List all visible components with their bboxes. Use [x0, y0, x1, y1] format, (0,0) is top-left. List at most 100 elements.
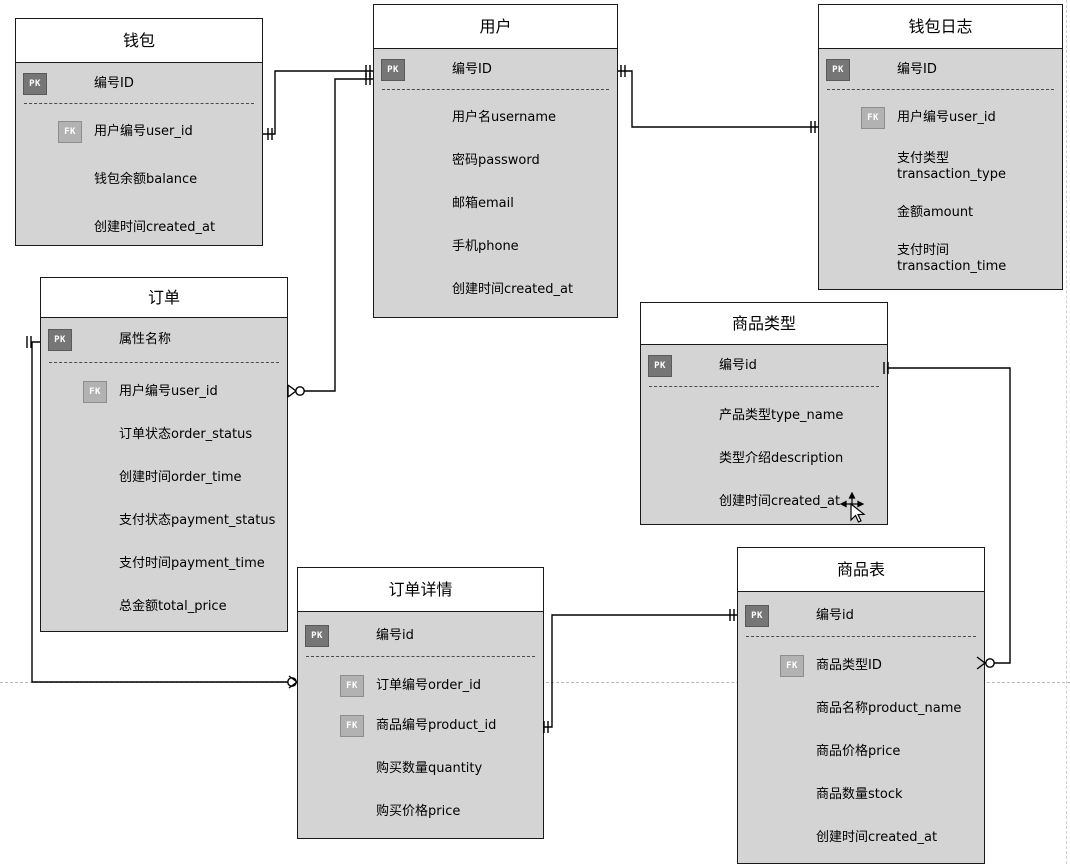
field-row[interactable]: 支付时间payment_time — [41, 552, 287, 576]
field-label: 支付状态payment_status — [119, 513, 276, 528]
field-row[interactable]: 钱包余额balance — [16, 168, 262, 192]
field-label: 编号id — [719, 358, 757, 373]
key-separator — [49, 362, 279, 363]
field-row[interactable]: 产品类型type_name — [641, 404, 887, 428]
field-row[interactable]: 创建时间created_at — [738, 826, 984, 850]
field-label: 产品类型type_name — [719, 408, 844, 423]
field-label: 钱包余额balance — [94, 172, 198, 187]
field-row[interactable]: 创建时间created_at — [641, 490, 887, 514]
field-row[interactable]: PK 编号ID — [819, 58, 1062, 82]
field-row[interactable]: 用户名username — [374, 106, 617, 130]
field-label: 手机phone — [452, 239, 519, 254]
field-label: 支付时间 transaction_time — [897, 243, 1007, 274]
field-label: 商品编号product_id — [376, 718, 497, 733]
field-label: 用户名username — [452, 110, 556, 125]
entity-body: PK 编号id 产品类型type_name 类型介绍description 创建… — [641, 345, 887, 525]
key-separator — [306, 656, 535, 657]
field-label: 编号id — [376, 628, 414, 643]
field-label: 购买数量quantity — [376, 761, 483, 776]
relationship-orderdetail-product — [543, 609, 737, 733]
field-label: 用户编号user_id — [94, 124, 193, 139]
entity-title: 商品表 — [738, 548, 984, 592]
field-label: 用户编号user_id — [897, 110, 996, 125]
field-row[interactable]: FK 商品类型ID — [738, 654, 984, 678]
entity-title: 订单 — [41, 278, 287, 318]
field-label: 订单编号order_id — [376, 678, 482, 693]
entity-body: PK 编号ID FK 用户编号user_id 钱包余额balance 创建时间c… — [16, 63, 262, 246]
field-row[interactable]: FK 商品编号product_id — [298, 714, 543, 738]
field-row[interactable]: PK 属性名称 — [41, 328, 287, 352]
entity-title: 订单详情 — [298, 568, 543, 612]
field-row[interactable]: 创建时间created_at — [16, 216, 262, 240]
field-row[interactable]: 购买数量quantity — [298, 757, 543, 781]
field-row[interactable]: 创建时间created_at — [374, 278, 617, 302]
field-row[interactable]: 支付时间 transaction_time — [819, 240, 1062, 278]
field-label: 类型介绍description — [719, 451, 844, 466]
field-row[interactable]: FK 用户编号user_id — [16, 120, 262, 144]
entity-title: 钱包 — [16, 19, 262, 63]
field-label: 金额amount — [897, 205, 974, 220]
field-row[interactable]: PK 编号id — [738, 604, 984, 628]
field-row[interactable]: 支付类型 transaction_type — [819, 148, 1062, 186]
field-row[interactable]: 手机phone — [374, 235, 617, 259]
field-label: 编号ID — [452, 62, 492, 77]
field-row[interactable]: FK 用户编号user_id — [819, 106, 1062, 130]
field-row[interactable]: 总金额total_price — [41, 595, 287, 619]
entity-product[interactable]: 商品表 PK 编号id FK 商品类型ID 商品名称product_name 商… — [737, 547, 985, 864]
pk-badge: PK — [826, 59, 850, 81]
field-label: 购买价格price — [376, 804, 461, 819]
pk-badge: PK — [305, 625, 329, 647]
entity-order[interactable]: 订单 PK 属性名称 FK 用户编号user_id 订单状态order_stat… — [40, 277, 288, 632]
key-separator — [24, 103, 254, 104]
fk-badge: FK — [83, 381, 107, 403]
field-label: 总金额total_price — [119, 599, 227, 614]
field-row[interactable]: FK 用户编号user_id — [41, 380, 287, 404]
vertical-guide-line — [1066, 0, 1067, 864]
field-row[interactable]: 密码password — [374, 149, 617, 173]
pk-badge: PK — [381, 59, 405, 81]
key-separator — [746, 636, 976, 637]
entity-order-detail[interactable]: 订单详情 PK 编号id FK 订单编号order_id FK 商品编号prod… — [297, 567, 544, 839]
field-row[interactable]: PK 编号ID — [16, 72, 262, 96]
field-row[interactable]: 邮箱email — [374, 192, 617, 216]
field-row[interactable]: 金额amount — [819, 201, 1062, 225]
field-label: 订单状态order_status — [119, 427, 253, 442]
field-row[interactable]: 类型介绍description — [641, 447, 887, 471]
field-row[interactable]: 商品数量stock — [738, 783, 984, 807]
entity-wallet[interactable]: 钱包 PK 编号ID FK 用户编号user_id 钱包余额balance 创建… — [15, 18, 263, 246]
relationship-wallet-user — [263, 65, 373, 140]
field-label: 邮箱email — [452, 196, 514, 211]
field-row[interactable]: 支付状态payment_status — [41, 509, 287, 533]
entity-title: 钱包日志 — [819, 5, 1062, 49]
field-label: 创建时间created_at — [816, 830, 938, 845]
field-label: 创建时间created_at — [94, 220, 216, 235]
fk-badge: FK — [340, 675, 364, 697]
field-row[interactable]: FK 订单编号order_id — [298, 674, 543, 698]
field-row[interactable]: PK 编号id — [298, 624, 543, 648]
entity-product-type[interactable]: 商品类型 PK 编号id 产品类型type_name 类型介绍descripti… — [640, 302, 888, 525]
entity-body: PK 编号id FK 订单编号order_id FK 商品编号product_i… — [298, 612, 543, 839]
fk-badge: FK — [58, 121, 82, 143]
field-row[interactable]: 商品名称product_name — [738, 697, 984, 721]
field-row[interactable]: 购买价格price — [298, 800, 543, 824]
key-separator — [649, 386, 879, 387]
field-row[interactable]: 创建时间order_time — [41, 466, 287, 490]
field-label: 支付时间payment_time — [119, 556, 265, 571]
pk-badge: PK — [648, 355, 672, 377]
fk-badge: FK — [861, 107, 885, 129]
entity-body: PK 编号ID FK 用户编号user_id 支付类型 transaction_… — [819, 49, 1062, 290]
entity-user[interactable]: 用户 PK 编号ID 用户名username 密码password 邮箱emai… — [373, 4, 618, 318]
entity-title: 商品类型 — [641, 303, 887, 345]
field-label: 商品价格price — [816, 744, 901, 759]
field-row[interactable]: PK 编号ID — [374, 58, 617, 82]
key-separator — [827, 89, 1054, 90]
field-row[interactable]: 订单状态order_status — [41, 423, 287, 447]
entity-title: 用户 — [374, 5, 617, 49]
entity-wallet-log[interactable]: 钱包日志 PK 编号ID FK 用户编号user_id 支付类型 transac… — [818, 4, 1063, 290]
field-row[interactable]: 商品价格price — [738, 740, 984, 764]
relationship-order-user — [287, 73, 373, 398]
field-row[interactable]: PK 编号id — [641, 354, 887, 378]
field-label: 创建时间order_time — [119, 470, 242, 485]
field-label: 用户编号user_id — [119, 384, 218, 399]
